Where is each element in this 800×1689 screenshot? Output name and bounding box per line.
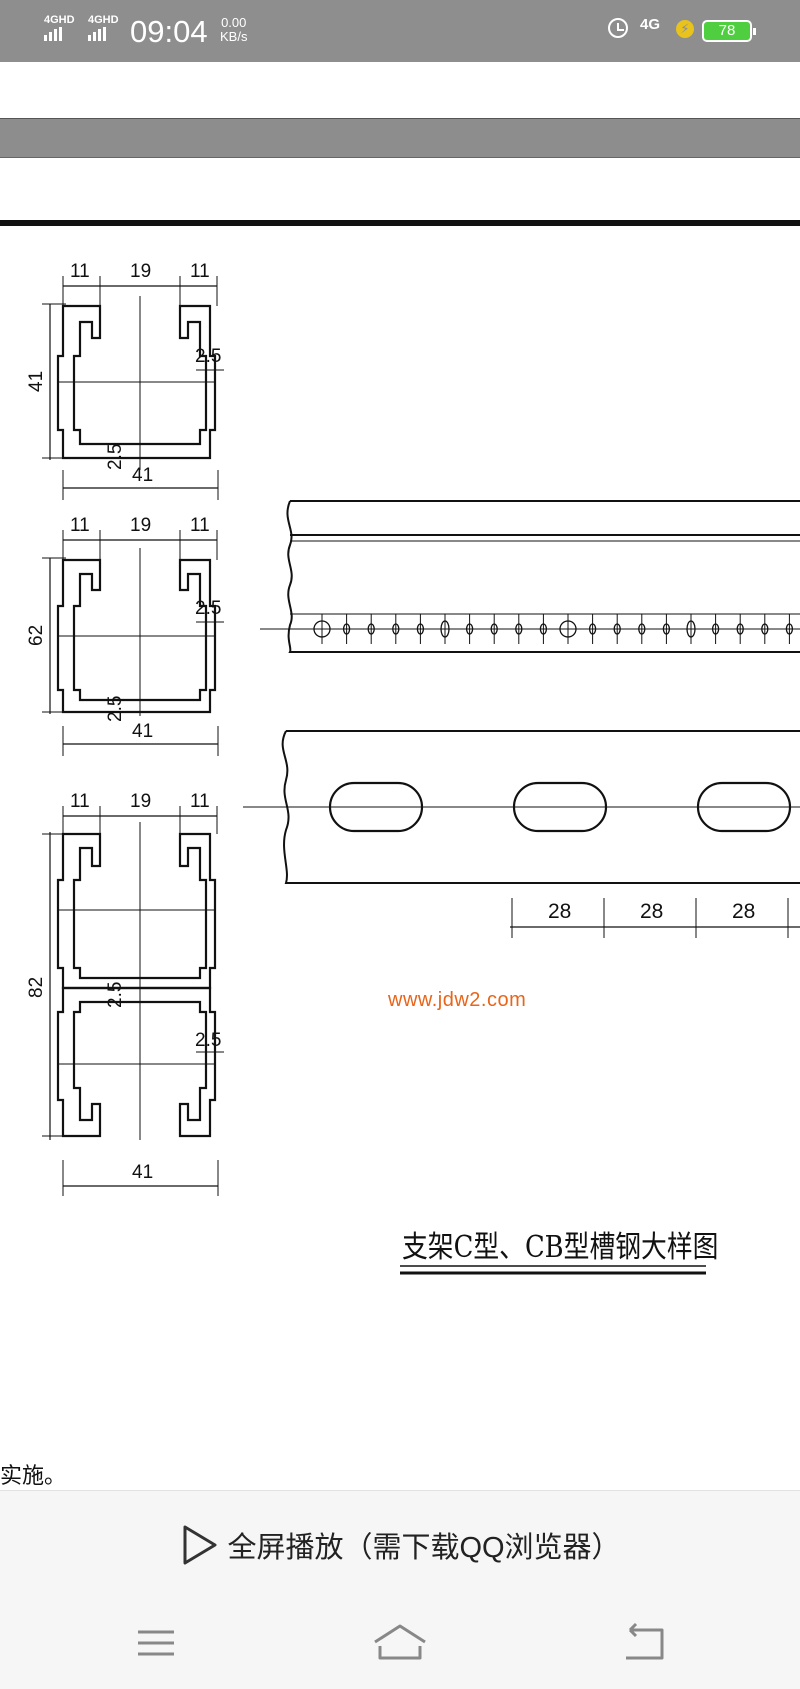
dim-1-right: 11 bbox=[190, 261, 210, 282]
menu-icon bbox=[138, 1630, 174, 1656]
dim-3-left: 11 bbox=[70, 791, 90, 812]
slot-2 bbox=[512, 781, 608, 833]
home-button[interactable] bbox=[370, 1618, 430, 1668]
dim-3-mid: 19 bbox=[130, 791, 151, 812]
signal-label-1: 4GHD bbox=[44, 14, 75, 26]
channel-section-1 bbox=[42, 276, 224, 500]
bottom-bar: 全屏播放（需下载QQ浏览器） bbox=[0, 1490, 800, 1689]
alarm-icon bbox=[608, 18, 628, 38]
network-speed-value: 0.00 bbox=[221, 15, 247, 30]
dim-2-thick-side: 2.5 bbox=[195, 598, 221, 619]
dim-1-mid: 19 bbox=[130, 261, 151, 282]
fullscreen-play-label: 全屏播放（需下载QQ浏览器） bbox=[227, 1532, 621, 1564]
network-speed-unit: KB/s bbox=[220, 29, 248, 44]
signal-bars-icon bbox=[88, 27, 119, 41]
dim-1-thick-side: 2.5 bbox=[195, 346, 221, 367]
dim-2-width: 41 bbox=[132, 721, 153, 742]
dim-2-height: 62 bbox=[26, 625, 47, 646]
channel-section-3 bbox=[42, 806, 224, 1196]
network-type: 4G bbox=[640, 16, 661, 33]
dim-1-width: 41 bbox=[132, 465, 153, 486]
dim-2-mid: 19 bbox=[130, 515, 151, 536]
charging-icon: ⚡ bbox=[676, 20, 694, 38]
signal-label-2: 4GHD bbox=[88, 14, 119, 26]
menu-button[interactable] bbox=[126, 1618, 186, 1668]
drawing-caption: 支架C型、CB型槽钢大样图 bbox=[402, 1230, 719, 1265]
trailing-text: 实施。 bbox=[0, 1464, 67, 1489]
dim-1-thick-bottom: 2.5 bbox=[105, 444, 126, 470]
dim-3-right: 11 bbox=[190, 791, 210, 812]
dim-1-height: 41 bbox=[26, 371, 47, 392]
slot-3 bbox=[696, 781, 792, 833]
dim-1-left: 11 bbox=[70, 261, 90, 282]
signal-indicator-1: 4GHD bbox=[44, 14, 75, 41]
dim-3-thick-mid: 2.5 bbox=[105, 982, 126, 1008]
network-speed: 0.00 KB/s bbox=[220, 16, 247, 44]
dim-3-thick-side: 2.5 bbox=[195, 1030, 221, 1051]
back-icon bbox=[626, 1622, 664, 1660]
channel-steel-drawing: 11 19 11 41 2.5 2.5 41 11 19 11 62 2.5 2… bbox=[0, 220, 800, 1275]
dim-3-width: 41 bbox=[132, 1162, 153, 1183]
dim-2-right: 11 bbox=[190, 515, 210, 536]
back-button[interactable] bbox=[614, 1618, 674, 1668]
channel-section-2 bbox=[42, 530, 224, 756]
signal-bars-icon bbox=[44, 27, 75, 41]
dim-2-left: 11 bbox=[70, 515, 90, 536]
slot-1 bbox=[328, 781, 424, 833]
watermark-url[interactable]: www.jdw2.com bbox=[388, 989, 527, 1011]
spacing-dim-2: 28 bbox=[640, 900, 663, 923]
dim-3-height: 82 bbox=[26, 977, 47, 998]
battery-level: 78 bbox=[718, 22, 736, 39]
fullscreen-play-button[interactable]: 全屏播放（需下载QQ浏览器） bbox=[0, 1517, 800, 1573]
document-header-band bbox=[0, 118, 800, 158]
channel-slot-view bbox=[243, 730, 800, 938]
spacing-dim-3: 28 bbox=[732, 900, 755, 923]
spacing-dim-1: 28 bbox=[548, 900, 571, 923]
channel-side-view bbox=[260, 500, 800, 653]
dim-2-thick-bottom: 2.5 bbox=[105, 696, 126, 722]
play-icon bbox=[183, 1525, 217, 1565]
status-clock: 09:04 bbox=[130, 14, 208, 49]
status-bar: 4GHD 4GHD 09:04 0.00 KB/s 4G ⚡ 78 bbox=[0, 0, 800, 62]
battery-icon: 78 bbox=[702, 20, 756, 42]
signal-indicator-2: 4GHD bbox=[88, 14, 119, 41]
home-icon bbox=[374, 1624, 426, 1660]
